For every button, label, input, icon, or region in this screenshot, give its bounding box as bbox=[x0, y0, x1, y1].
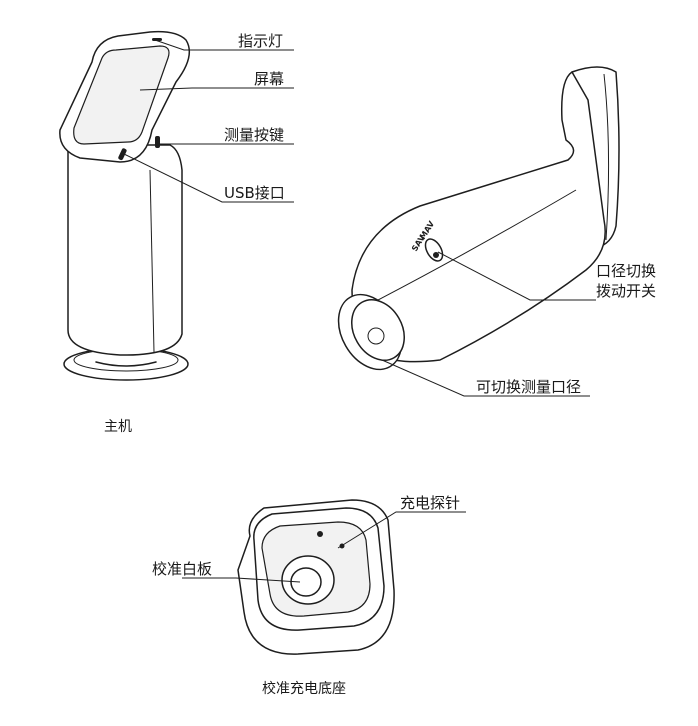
host-indicator bbox=[152, 38, 162, 41]
leader-usb bbox=[123, 153, 294, 203]
base-probe bbox=[317, 531, 323, 537]
leader-indicator bbox=[154, 39, 294, 51]
caption-host: 主机 bbox=[104, 419, 132, 435]
label-white-board: 校准白板 bbox=[152, 560, 213, 578]
calibration-base bbox=[182, 499, 466, 655]
leader-switchable-aperture bbox=[381, 359, 590, 397]
label-switchable-aperture: 可切换测量口径 bbox=[476, 378, 582, 396]
caption-base: 校准充电底座 bbox=[262, 681, 346, 697]
label-screen: 屏幕 bbox=[254, 70, 285, 88]
host-measure-button bbox=[155, 136, 160, 148]
white-board bbox=[290, 567, 322, 597]
side-body-seam bbox=[377, 189, 577, 301]
host-device-side bbox=[337, 66, 620, 397]
side-head-rim bbox=[603, 73, 610, 241]
host-device-front bbox=[59, 30, 294, 381]
label-measure-button: 测量按键 bbox=[224, 126, 285, 144]
side-aperture-lens bbox=[367, 327, 385, 345]
host-screen bbox=[73, 45, 170, 145]
side-switch-knob bbox=[433, 252, 439, 258]
host-handle bbox=[67, 139, 183, 356]
label-aperture-switch-1: 口径切换 bbox=[596, 262, 657, 280]
host-usb-port bbox=[118, 148, 127, 161]
label-probe: 充电探针 bbox=[400, 494, 461, 512]
leader-white-board bbox=[182, 577, 301, 583]
host-handle-seam bbox=[149, 169, 155, 353]
side-aperture-inner bbox=[351, 299, 405, 361]
leader-screen bbox=[139, 87, 294, 91]
label-indicator: 指示灯 bbox=[238, 32, 284, 50]
label-usb: USB接口 bbox=[224, 184, 285, 202]
leader-probe bbox=[337, 511, 466, 549]
label-aperture-switch-2: 拨动开关 bbox=[596, 282, 657, 300]
host-base-grip bbox=[95, 361, 157, 367]
leader-aperture-switch bbox=[437, 251, 596, 301]
